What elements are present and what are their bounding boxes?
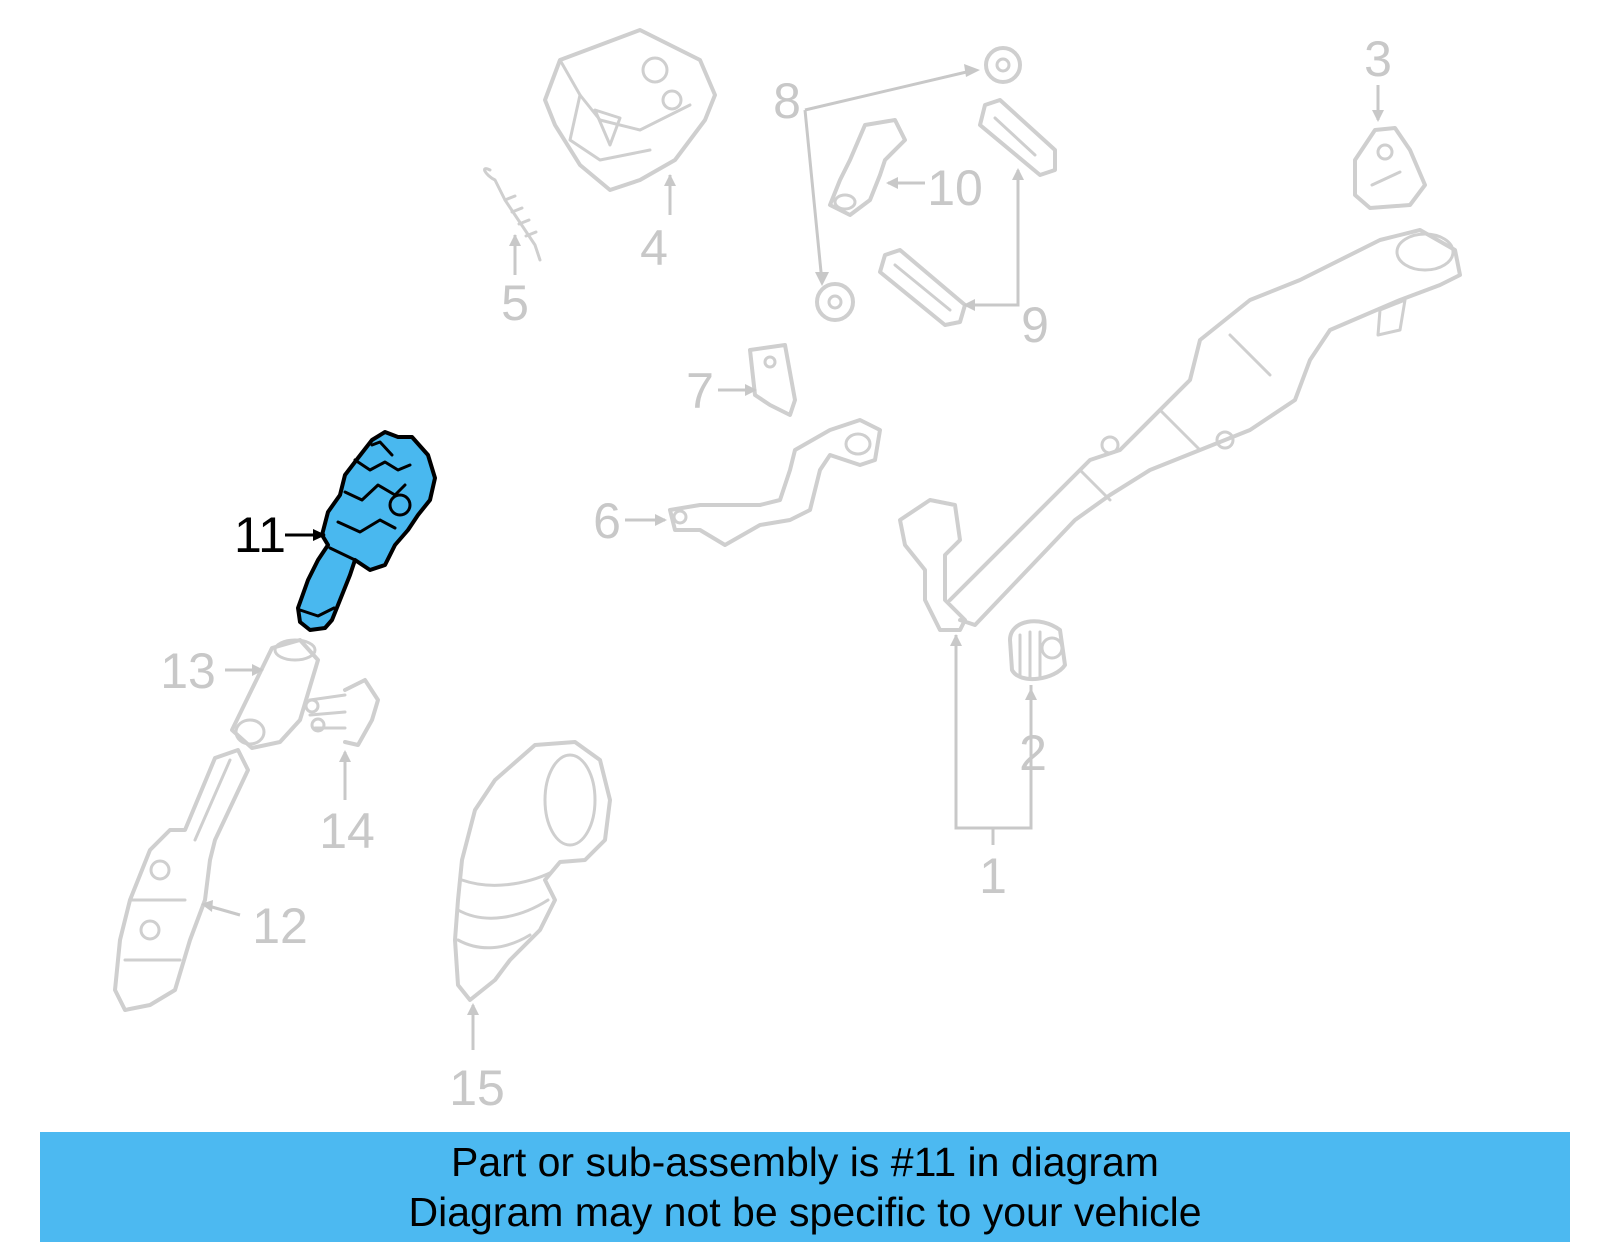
- arrow-2: [1025, 688, 1037, 700]
- arrow-3: [1372, 110, 1384, 122]
- callout-9: 9: [1021, 297, 1049, 353]
- callout-15: 15: [449, 1060, 505, 1116]
- arrow-11: [313, 529, 326, 541]
- callout-14: 14: [319, 803, 375, 859]
- banner-line-disclaimer: Diagram may not be specific to your vehi…: [408, 1189, 1202, 1235]
- callout-13: 13: [160, 643, 216, 699]
- part-6-bracket[interactable]: [668, 418, 882, 547]
- part-13-sleeve[interactable]: [230, 638, 320, 750]
- arrow-7: [745, 384, 757, 396]
- callout-8: 8: [773, 73, 801, 129]
- callout-5: 5: [501, 275, 529, 331]
- parts-diagram: 4 5 8 10 9 3: [113, 28, 1462, 1116]
- part-10-bolt[interactable]: [828, 118, 907, 217]
- arrow-10: [886, 177, 898, 189]
- callout-7: 7: [686, 363, 714, 419]
- callout-12: 12: [252, 898, 308, 954]
- part-14-clip[interactable]: [304, 678, 380, 747]
- arrow-8a: [964, 64, 980, 77]
- arrow-6: [655, 514, 667, 526]
- part-8-nut-lower[interactable]: [815, 282, 855, 322]
- part-7-bracket[interactable]: [748, 343, 797, 417]
- part-2-bearing[interactable]: [1008, 619, 1067, 682]
- arrow-12: [201, 900, 213, 912]
- arrow-5: [509, 234, 521, 246]
- callout-4: 4: [640, 220, 668, 276]
- callout-1: 1: [979, 848, 1007, 904]
- part-15-boot[interactable]: [453, 740, 612, 1002]
- part-12-lower-shaft[interactable]: [113, 748, 250, 1012]
- callout-6: 6: [593, 493, 621, 549]
- arrow-15: [467, 1003, 479, 1015]
- part-9-plate-lower[interactable]: [878, 248, 967, 327]
- part-11-intermediate-shaft[interactable]: [296, 430, 437, 632]
- arrow-14: [339, 750, 351, 762]
- arrow-9a: [1012, 168, 1024, 180]
- callout-10: 10: [927, 160, 983, 216]
- callout-2: 2: [1019, 725, 1047, 781]
- banner-line-part-number: Part or sub-assembly is #11 in diagram: [451, 1139, 1159, 1185]
- arrow-4: [664, 174, 676, 186]
- part-3-cap[interactable]: [1353, 126, 1427, 210]
- info-banner: Part or sub-assembly is #11 in diagram D…: [40, 1132, 1570, 1242]
- leader-9: [965, 170, 1020, 307]
- arrow-1: [950, 634, 962, 646]
- arrow-8b: [815, 272, 829, 286]
- part-8-nut-upper[interactable]: [984, 46, 1022, 84]
- leader-8: [803, 68, 976, 283]
- part-9-plate-upper[interactable]: [978, 98, 1057, 177]
- part-1-steering-column[interactable]: [898, 228, 1462, 632]
- arrow-13: [252, 664, 264, 676]
- part-5-spring[interactable]: [483, 167, 542, 262]
- part-4-lock-housing[interactable]: [543, 28, 717, 192]
- callout-3: 3: [1364, 31, 1392, 87]
- callout-11: 11: [234, 507, 286, 563]
- arrow-9b: [963, 299, 975, 311]
